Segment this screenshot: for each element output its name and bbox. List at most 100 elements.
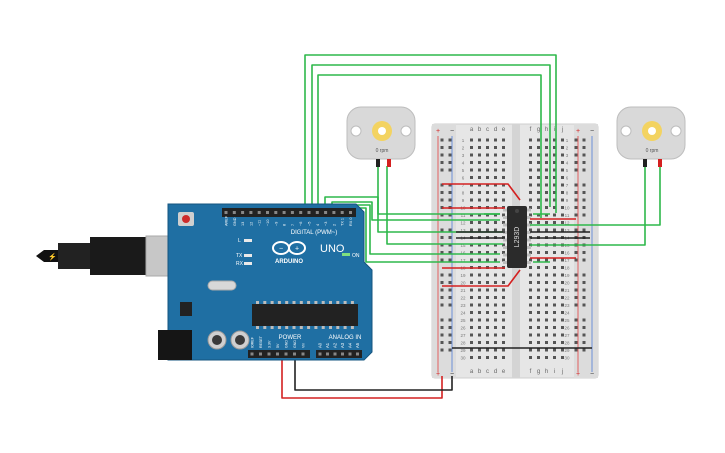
bb-rail-hole[interactable] (582, 191, 586, 194)
bb-hole[interactable] (537, 311, 540, 314)
bb-rail-hole[interactable] (582, 273, 586, 277)
bb-hole[interactable] (502, 273, 505, 277)
bb-hole[interactable] (529, 191, 532, 194)
analog-pin[interactable] (356, 352, 359, 356)
bb-hole[interactable] (545, 266, 548, 269)
analog-header[interactable] (316, 350, 362, 358)
bb-rail-hole[interactable] (574, 191, 578, 194)
bb-hole[interactable] (561, 183, 564, 187)
digital-pin[interactable] (299, 211, 303, 214)
bb-hole[interactable] (545, 146, 548, 149)
bb-rail-hole[interactable] (574, 168, 578, 172)
bb-hole[interactable] (545, 153, 548, 157)
bb-hole[interactable] (502, 198, 505, 202)
bb-hole[interactable] (470, 228, 473, 232)
motor-2[interactable]: 0 rpm (616, 106, 686, 167)
bb-hole[interactable] (486, 161, 489, 164)
bb-rail-hole[interactable] (448, 341, 452, 344)
bb-hole[interactable] (561, 221, 564, 224)
bb-rail-hole[interactable] (440, 326, 444, 329)
bb-rail-hole[interactable] (448, 318, 452, 322)
bb-hole[interactable] (553, 161, 556, 164)
bb-hole[interactable] (537, 191, 540, 194)
bb-hole[interactable] (553, 228, 556, 232)
bb-hole[interactable] (561, 168, 564, 172)
wire-red-bb-top-left[interactable] (442, 183, 521, 201)
bb-hole[interactable] (478, 243, 481, 247)
bb-rail-hole[interactable] (448, 296, 452, 299)
bb-hole[interactable] (494, 281, 497, 284)
bb-rail-hole[interactable] (574, 348, 578, 352)
bb-hole[interactable] (502, 176, 505, 179)
bb-hole[interactable] (561, 281, 564, 284)
bb-hole[interactable] (494, 326, 497, 329)
bb-hole[interactable] (529, 348, 532, 352)
bb-hole[interactable] (545, 258, 548, 262)
bb-hole[interactable] (478, 251, 481, 254)
bb-hole[interactable] (502, 183, 505, 187)
bb-rail-hole[interactable] (440, 153, 444, 157)
bb-hole[interactable] (529, 213, 532, 217)
bb-rail-hole[interactable] (574, 146, 578, 149)
bb-hole[interactable] (494, 146, 497, 149)
bb-hole[interactable] (470, 138, 473, 142)
bb-hole[interactable] (537, 281, 540, 284)
bb-rail-hole[interactable] (448, 153, 452, 157)
bb-rail-hole[interactable] (448, 228, 452, 232)
bb-hole[interactable] (494, 138, 497, 142)
bb-hole[interactable] (537, 348, 540, 352)
bb-rail-hole[interactable] (574, 273, 578, 277)
bb-hole[interactable] (470, 326, 473, 329)
bb-hole[interactable] (537, 251, 540, 254)
bb-hole[interactable] (494, 311, 497, 314)
bb-hole[interactable] (478, 281, 481, 284)
bb-hole[interactable] (494, 176, 497, 179)
power-pin[interactable] (276, 352, 279, 356)
bb-rail-hole[interactable] (448, 281, 452, 284)
bb-hole[interactable] (561, 176, 564, 179)
bb-rail-hole[interactable] (440, 318, 444, 322)
bb-hole[interactable] (529, 146, 532, 149)
bb-hole[interactable] (470, 213, 473, 217)
bb-hole[interactable] (529, 228, 532, 232)
bb-hole[interactable] (529, 258, 532, 262)
bb-rail-hole[interactable] (448, 183, 452, 187)
bb-hole[interactable] (478, 176, 481, 179)
bb-hole[interactable] (545, 341, 548, 344)
bb-hole[interactable] (494, 318, 497, 322)
bb-hole[interactable] (478, 191, 481, 194)
bb-hole[interactable] (470, 273, 473, 277)
bb-rail-hole[interactable] (574, 318, 578, 322)
bb-hole[interactable] (502, 243, 505, 247)
power-pin[interactable] (284, 352, 288, 356)
bb-hole[interactable] (561, 161, 564, 164)
bb-hole[interactable] (502, 191, 505, 194)
bb-hole[interactable] (537, 153, 540, 157)
bb-rail-hole[interactable] (448, 288, 452, 292)
bb-rail-hole[interactable] (574, 303, 578, 307)
bb-hole[interactable] (561, 213, 564, 217)
bb-hole[interactable] (478, 296, 481, 299)
l293d-chip[interactable]: L293D (503, 206, 531, 268)
digital-pin[interactable] (307, 211, 311, 214)
bb-hole[interactable] (537, 341, 540, 344)
bb-hole[interactable] (486, 191, 489, 194)
bb-hole[interactable] (553, 273, 556, 277)
bb-rail-hole[interactable] (448, 251, 452, 254)
bb-hole[interactable] (553, 281, 556, 284)
bb-hole[interactable] (478, 318, 481, 322)
bb-hole[interactable] (529, 138, 532, 142)
bb-hole[interactable] (537, 176, 540, 179)
bb-hole[interactable] (478, 153, 481, 157)
bb-hole[interactable] (470, 198, 473, 202)
bb-hole[interactable] (561, 251, 564, 254)
digital-pin[interactable] (315, 211, 319, 214)
digital-pin[interactable] (324, 211, 328, 214)
bb-rail-hole[interactable] (440, 341, 444, 344)
bb-rail-hole[interactable] (448, 273, 452, 277)
power-pin[interactable] (293, 352, 296, 356)
bb-hole[interactable] (545, 281, 548, 284)
bb-hole[interactable] (494, 221, 497, 224)
bb-hole[interactable] (561, 311, 564, 314)
bb-hole[interactable] (545, 228, 548, 232)
